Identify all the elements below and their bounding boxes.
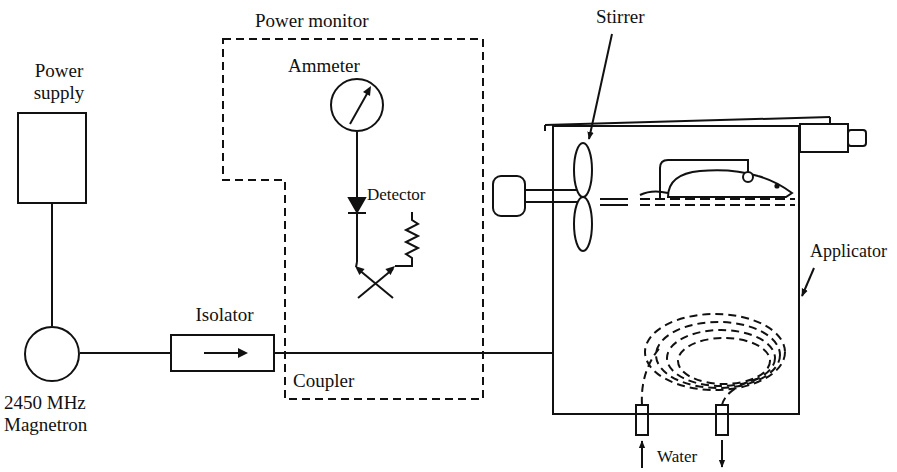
coupler-symbol [358, 269, 393, 298]
ammeter-needle [363, 86, 371, 96]
coupler-symbol [355, 262, 395, 298]
rat-holder [743, 172, 753, 182]
stirrer-blades [574, 143, 592, 197]
node-label: 2450 MHz Magnetron [4, 392, 104, 436]
water-coil [667, 330, 775, 386]
coupler-symbol [358, 269, 393, 298]
node-label: Ammeter [288, 55, 378, 77]
water-pipes [636, 405, 648, 435]
power-supply-box: Power supply [17, 112, 87, 204]
rat-holder [640, 191, 668, 195]
connector-line [275, 352, 552, 354]
dashed-outline [222, 38, 484, 400]
node-label: Isolator [162, 304, 287, 326]
water-label: Water [657, 446, 697, 468]
magnetron-circle: 2450 MHz Magnetron [24, 326, 80, 382]
node-label: Coupler [293, 370, 383, 392]
coupler-symbol [385, 266, 395, 275]
water-flow-arrows [721, 440, 723, 467]
leader-lines [589, 34, 612, 139]
applicator-lid [545, 117, 830, 131]
isolator-arrow [238, 348, 248, 358]
coupler: Coupler [290, 262, 420, 392]
leader-lines [589, 34, 814, 296]
water-coil [656, 322, 780, 388]
applicator-lid [544, 125, 546, 131]
detector-label: Detector [367, 184, 426, 206]
applicator-lid [545, 117, 830, 125]
applicator-box: Applicator [552, 125, 800, 415]
water-flow-arrows [641, 441, 643, 468]
stirrer-blades [574, 143, 592, 251]
detector-label: Detector [367, 184, 426, 206]
water-coil [645, 314, 785, 390]
water-coil [642, 314, 785, 405]
water-coil [678, 338, 770, 384]
ammeter-circle: Ammeter [330, 78, 384, 132]
ammeter-needle [350, 86, 371, 124]
power-monitor-region: Power monitorAmmeterCoupler [222, 38, 484, 400]
node-label: Applicator [810, 240, 896, 262]
node-label: Power monitor [255, 10, 405, 32]
water-pipes [716, 405, 728, 435]
waveguide-port [800, 124, 848, 152]
load-resistor [395, 212, 418, 266]
connector-line [356, 132, 358, 262]
water-coil [722, 378, 760, 405]
rat-holder [775, 184, 778, 187]
ammeter-needle [350, 92, 368, 124]
stirrer-label: Stirrer [596, 6, 645, 28]
connector-line [80, 352, 170, 354]
stirrer-blades [574, 197, 592, 251]
animal-platform [600, 198, 628, 200]
waveguide-port [800, 124, 866, 152]
water-flow-arrows [642, 440, 722, 468]
load-resistor [395, 212, 418, 266]
coupler-symbol [356, 262, 357, 267]
water-label: Water [657, 446, 697, 468]
node-label: Power supply [9, 60, 109, 104]
animal-platform [640, 198, 795, 200]
animal-platform [600, 199, 795, 205]
water-coil [642, 345, 662, 405]
waveguide-port [848, 130, 866, 146]
stirrer-label: Stirrer [596, 6, 645, 28]
dashed-outline [223, 39, 483, 399]
coupler-symbol [355, 266, 365, 275]
stirrer-motor [493, 176, 578, 216]
rat-holder [640, 160, 792, 198]
stirrer-motor [493, 176, 525, 216]
isolator-arrow [204, 352, 240, 354]
isolator-box: Isolator [170, 334, 275, 372]
leader-lines [802, 268, 814, 296]
connector-line [51, 204, 53, 326]
isolator-arrow [204, 348, 248, 358]
animal-platform [600, 204, 628, 206]
water-pipes [636, 405, 728, 435]
rat-holder [668, 170, 792, 197]
applicator-lid [829, 117, 831, 124]
animal-platform [640, 204, 795, 206]
